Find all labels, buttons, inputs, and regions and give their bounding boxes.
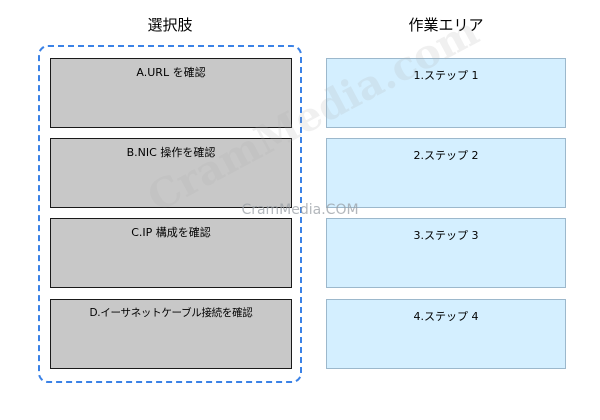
- drop-slot-step-1[interactable]: 1.ステップ 1: [326, 58, 566, 128]
- options-heading: 選択肢: [147, 16, 193, 34]
- option-check-ethernet[interactable]: D.イーサネットケーブル接続を確認: [50, 299, 292, 369]
- options-container: [38, 45, 302, 383]
- drop-slot-step-2[interactable]: 2.ステップ 2: [326, 138, 566, 208]
- option-check-ip[interactable]: C.IP 構成を確認: [50, 218, 292, 288]
- drop-slot-step-4[interactable]: 4.ステップ 4: [326, 299, 566, 369]
- work-area-heading: 作業エリア: [408, 16, 484, 34]
- watermark-text: CramMedia.COM: [241, 202, 359, 218]
- drop-slot-step-3[interactable]: 3.ステップ 3: [326, 218, 566, 288]
- option-check-nic[interactable]: B.NIC 操作を確認: [50, 138, 292, 208]
- option-check-url[interactable]: A.URL を確認: [50, 58, 292, 128]
